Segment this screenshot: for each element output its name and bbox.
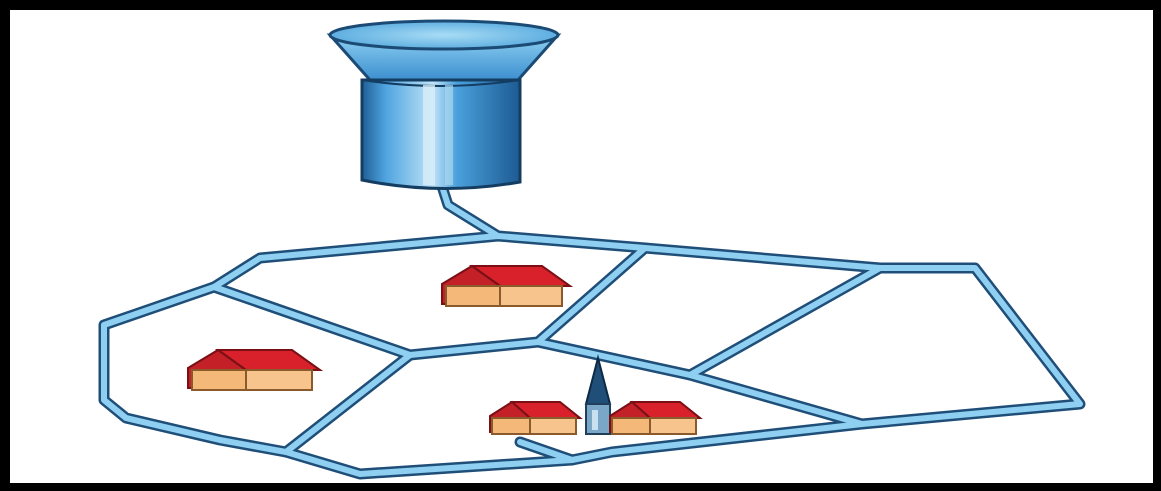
house-icon — [187, 348, 324, 391]
house-icon — [489, 400, 583, 435]
house-icon — [609, 400, 703, 435]
house-icon — [441, 264, 574, 307]
church-icon — [584, 354, 612, 435]
pipe-network — [98, 174, 1086, 480]
water-tower-icon — [326, 19, 562, 191]
